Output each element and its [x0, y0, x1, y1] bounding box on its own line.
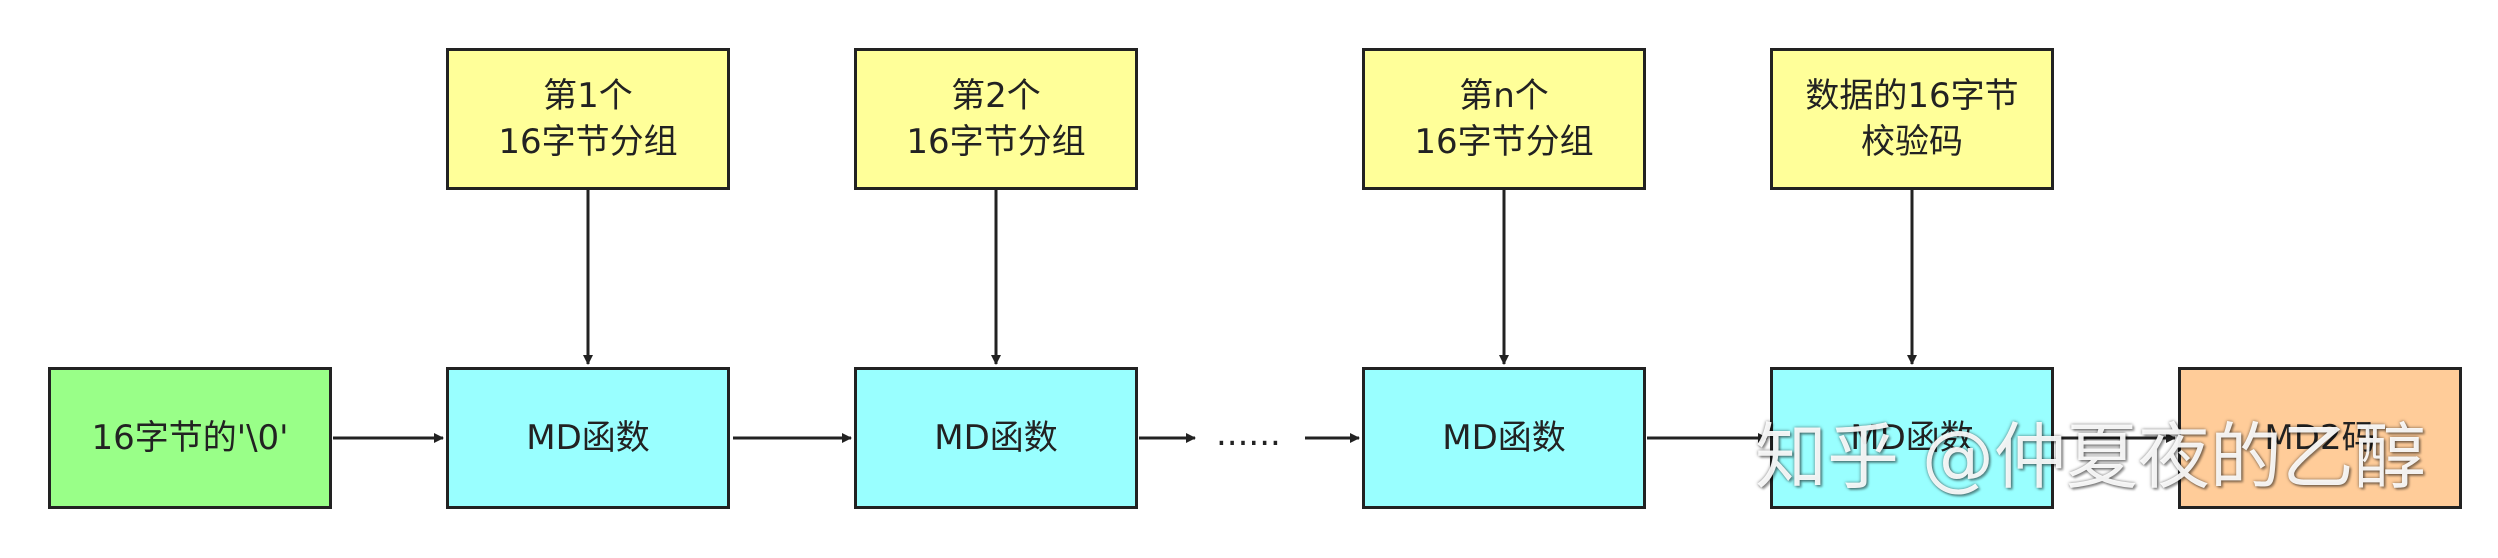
md-function-last: MD函数	[1770, 367, 2054, 509]
input-block-n-line1: 第n个	[1459, 76, 1549, 116]
input-block-1-line1: 第1个	[543, 76, 633, 116]
checksum-block: 数据的16字节 校验码	[1770, 48, 2054, 190]
watermark: 知乎 @仲夏夜的乙醇	[1755, 415, 2426, 499]
start-block: 16字节的'\0'	[48, 367, 332, 509]
md-function-n: MD函数	[1362, 367, 1646, 509]
output-block: MD2码	[2178, 367, 2462, 509]
md-function-2: MD函数	[854, 367, 1138, 509]
md-function-2-label: MD函数	[934, 418, 1058, 458]
input-block-n: 第n个 16字节分组	[1362, 48, 1646, 190]
input-block-2-line2: 16字节分组	[906, 122, 1086, 162]
checksum-block-line1: 数据的16字节	[1805, 76, 2019, 116]
input-block-1: 第1个 16字节分组	[446, 48, 730, 190]
md-function-n-label: MD函数	[1442, 418, 1566, 458]
checksum-block-line2: 校验码	[1861, 122, 1963, 162]
input-block-1-line2: 16字节分组	[498, 122, 678, 162]
output-block-label: MD2码	[2264, 418, 2376, 458]
md-function-1: MD函数	[446, 367, 730, 509]
input-block-2: 第2个 16字节分组	[854, 48, 1138, 190]
ellipsis: ......	[1216, 414, 1281, 454]
input-block-n-line2: 16字节分组	[1414, 122, 1594, 162]
md-function-last-label: MD函数	[1850, 418, 1974, 458]
input-block-2-line1: 第2个	[951, 76, 1041, 116]
start-block-label: 16字节的'\0'	[91, 418, 289, 458]
md-function-1-label: MD函数	[526, 418, 650, 458]
